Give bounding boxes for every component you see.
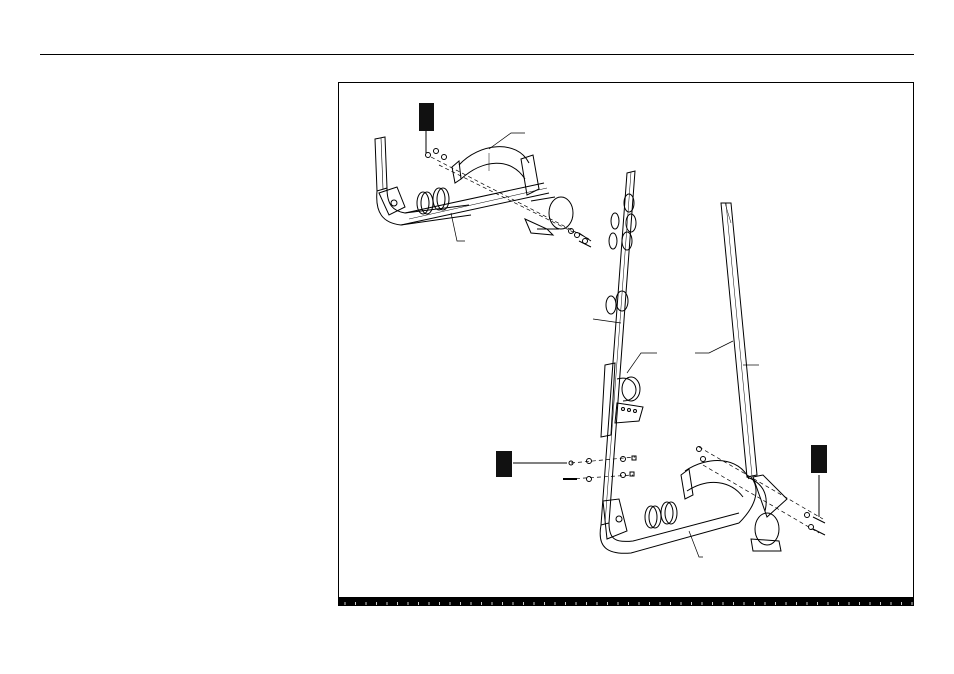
callout-a-box xyxy=(419,103,434,131)
right-upright-assembly xyxy=(681,203,825,551)
assembly-diagram-frame xyxy=(338,82,914,606)
left-upright-assembly xyxy=(593,171,739,557)
base-frame-subassembly xyxy=(375,133,591,247)
carriage-hardware xyxy=(513,456,636,482)
assembly-diagram xyxy=(339,83,915,607)
header-rule xyxy=(40,54,914,55)
ruler-ticks xyxy=(339,602,915,610)
footer-ruler-bar xyxy=(339,597,913,605)
callout-c-box xyxy=(811,445,827,473)
callout-b-box xyxy=(496,451,512,477)
